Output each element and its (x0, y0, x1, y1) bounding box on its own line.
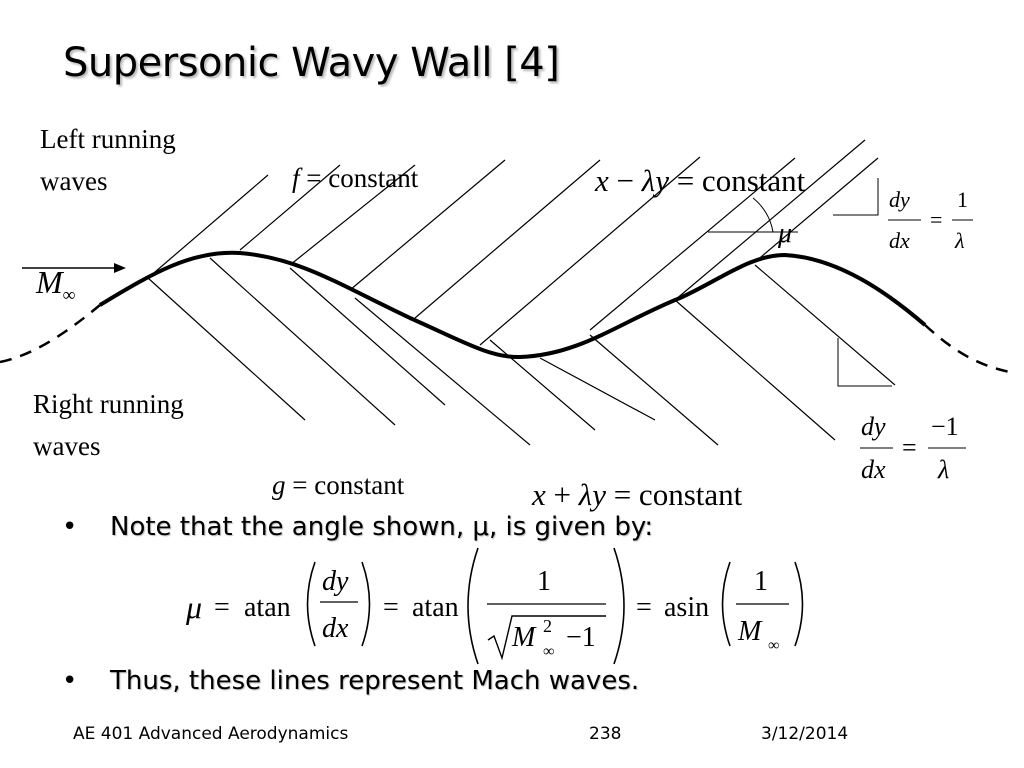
formula-dy: dy (322, 566, 349, 597)
formula-asin: asin (664, 592, 709, 623)
paren-1-right (361, 561, 371, 647)
bullet-1-text: Note that the angle shown, μ, is given b… (110, 512, 654, 542)
formula-atan-2: atan (412, 592, 459, 623)
top-characteristic-equation: x − λy = constant (595, 163, 806, 198)
slope-top-num: dy (889, 187, 910, 212)
mu-label: μ (778, 218, 793, 249)
paren-1-left (306, 561, 316, 647)
formula-atan-1: atan (244, 592, 291, 623)
mach-infinity-label: M∞ (36, 264, 76, 305)
formula-M-2: M (737, 616, 763, 647)
slope-top-rden: λ (955, 228, 965, 253)
formula-inf-1: ∞ (543, 643, 554, 660)
slope-bottom-rden: λ (938, 455, 950, 484)
bullet-1: • Note that the angle shown, μ, is given … (62, 512, 653, 542)
slope-triangle-bottom (837, 338, 892, 387)
slope-bottom-num: dy (861, 412, 886, 441)
bottom-characteristic-equation: x + λy = constant (532, 477, 743, 512)
paren-3-left (721, 561, 731, 647)
slope-triangle-top (833, 178, 879, 216)
slope-top-den: dx (889, 228, 910, 253)
formula-dx: dx (322, 613, 349, 644)
slope-bottom-den: dx (861, 455, 886, 484)
footer-date: 3/12/2014 (761, 724, 849, 744)
bullet-2: • Thus, these lines represent Mach waves. (62, 666, 639, 696)
wavy-wall-dashed-right (924, 324, 1011, 374)
left-running-wave-lines (147, 139, 879, 346)
sqrt-sign (487, 615, 606, 661)
wavy-wall-dashed-left (0, 304, 101, 364)
slope-top-eq: = (930, 207, 943, 232)
mu-arc (752, 197, 774, 233)
formula-mu: μ (185, 589, 202, 625)
bullet-dot: • (62, 666, 78, 696)
slope-top-rnum: 1 (957, 187, 968, 212)
slope-bottom-eq: = (902, 433, 917, 462)
f-constant-label: f = constant (292, 163, 419, 193)
wavy-wall-solid (98, 250, 927, 360)
left-running-label: Left running waves (40, 124, 176, 196)
paren-2-left (467, 547, 479, 665)
formula-one-1: 1 (537, 566, 551, 597)
formula-eq-1: = (214, 592, 230, 623)
formula-minus-one: −1 (566, 622, 596, 653)
bullet-2-text: Thus, these lines represent Mach waves. (110, 666, 640, 696)
slope-bottom-rnum: −1 (931, 412, 959, 441)
g-constant-label: g = constant (272, 470, 405, 500)
slide-title: Supersonic Wavy Wall [4] (63, 40, 560, 86)
footer-course: AE 401 Advanced Aerodynamics (73, 724, 349, 744)
paren-2-right (613, 547, 625, 665)
footer-page-number: 238 (589, 724, 622, 744)
right-running-wave-lines (147, 257, 896, 446)
formula-eq-3: = (636, 592, 652, 623)
formula-eq-2: = (383, 592, 399, 623)
formula-M-1: M (511, 622, 537, 653)
paren-3-right (794, 561, 804, 647)
bullet-dot: • (62, 512, 78, 542)
formula-two: 2 (543, 616, 552, 636)
formula-one-2: 1 (754, 566, 768, 597)
right-running-label: Right running waves (33, 389, 184, 461)
formula-inf-2: ∞ (768, 637, 779, 654)
freestream-arrowhead (114, 263, 126, 273)
